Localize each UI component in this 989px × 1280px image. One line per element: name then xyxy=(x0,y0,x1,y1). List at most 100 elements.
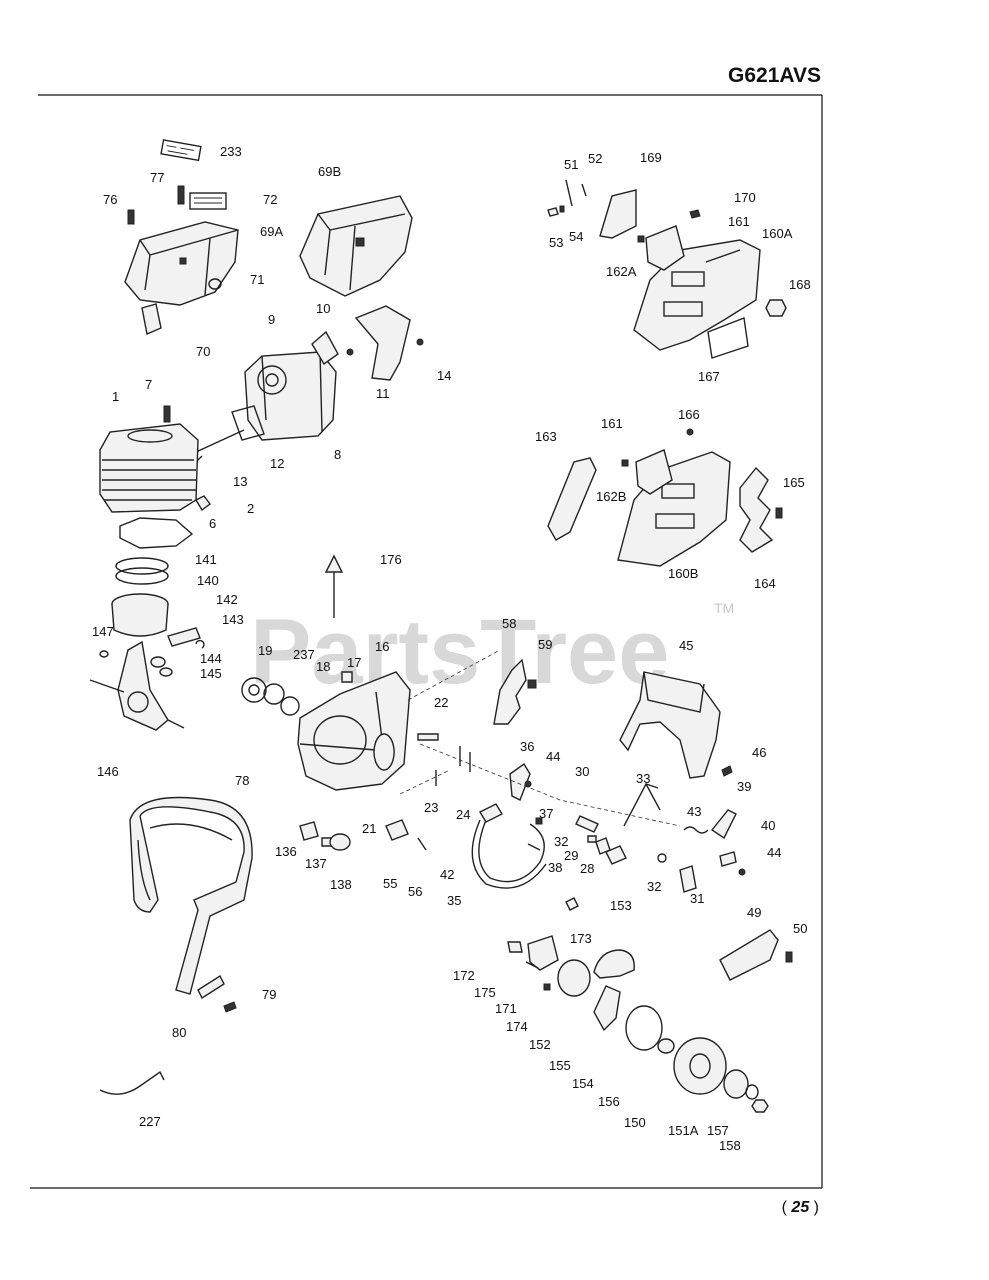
callout-1: 1 xyxy=(112,389,119,404)
guide-bar-plate-163 xyxy=(547,457,597,541)
screw-46 xyxy=(721,765,733,777)
callout-175: 175 xyxy=(474,985,496,1000)
clutch-cover-153 xyxy=(593,949,635,979)
bumper-spike-164 xyxy=(739,466,774,553)
bushing-172 xyxy=(507,941,523,953)
page-number-open-bracket: ( xyxy=(781,1199,787,1216)
callout-172: 172 xyxy=(453,968,475,983)
callout-19: 19 xyxy=(258,643,272,658)
screw-165 xyxy=(775,507,783,519)
callout-173: 173 xyxy=(570,931,592,946)
nut-53 xyxy=(547,207,559,217)
bumper-spike-58 xyxy=(493,658,527,725)
cylinder-gasket-6 xyxy=(119,517,194,549)
bearing-147 xyxy=(99,650,109,658)
lever-40 xyxy=(719,851,737,867)
screw-59 xyxy=(527,679,537,689)
oil-seal-237 xyxy=(263,683,285,705)
callout-171: 171 xyxy=(495,1001,517,1016)
callout-18: 18 xyxy=(316,659,330,674)
callout-79: 79 xyxy=(262,987,276,1002)
callout-150: 150 xyxy=(624,1115,646,1130)
callout-54: 54 xyxy=(569,229,583,244)
callout-7: 7 xyxy=(145,377,152,392)
washer-32b xyxy=(657,853,667,863)
callout-227: 227 xyxy=(139,1114,161,1129)
callout-136: 136 xyxy=(275,844,297,859)
callout-77: 77 xyxy=(150,170,164,185)
screw-44b xyxy=(738,868,746,876)
callout-labels: 23377727669A69B7170109141171128132614114… xyxy=(92,144,811,1153)
nut-168 xyxy=(765,299,787,317)
front-handle-78 xyxy=(129,796,253,995)
choke-70 xyxy=(141,303,162,335)
piston-ring-141a xyxy=(115,557,169,575)
label-167 xyxy=(707,317,749,359)
piston-140 xyxy=(111,593,169,637)
callout-13: 13 xyxy=(233,474,247,489)
lever-28 xyxy=(605,845,627,865)
page-number-value: 25 xyxy=(791,1199,810,1216)
screw-77 xyxy=(177,185,185,205)
chain-catcher-49 xyxy=(719,929,779,981)
filter-label-233 xyxy=(160,139,202,162)
callout-30: 30 xyxy=(575,764,589,779)
callout-233: 233 xyxy=(220,144,242,159)
callout-38: 38 xyxy=(548,860,562,875)
callout-72: 72 xyxy=(263,192,277,207)
page-number: ( 25 ) xyxy=(782,1199,819,1217)
callout-161: 161 xyxy=(601,416,623,431)
callout-22: 22 xyxy=(434,695,448,710)
wire-227 xyxy=(99,1070,165,1095)
assembly-guide-1 xyxy=(407,649,501,701)
callout-138: 138 xyxy=(330,877,352,892)
callout-43: 43 xyxy=(687,804,701,819)
callout-33: 33 xyxy=(636,771,650,786)
pins-24 xyxy=(459,746,471,772)
callout-44: 44 xyxy=(767,845,781,860)
pin-52 xyxy=(581,183,587,197)
clutch-drum-150 xyxy=(673,1037,727,1095)
callout-140: 140 xyxy=(197,573,219,588)
callout-165: 165 xyxy=(783,475,805,490)
assembly-guide-2 xyxy=(419,743,681,827)
plug-17 xyxy=(341,671,353,683)
callout-55: 55 xyxy=(383,876,397,891)
callout-143: 143 xyxy=(222,612,244,627)
screw-50 xyxy=(785,951,793,963)
callout-39: 39 xyxy=(737,779,751,794)
callout-6: 6 xyxy=(209,516,216,531)
callout-168: 168 xyxy=(789,277,811,292)
callout-50: 50 xyxy=(793,921,807,936)
clutch-155 xyxy=(593,985,621,1032)
oil-pump-175 xyxy=(527,935,559,971)
callout-137: 137 xyxy=(305,856,327,871)
callout-29: 29 xyxy=(564,848,578,863)
crankshaft-146 xyxy=(89,640,185,731)
callout-36: 36 xyxy=(520,739,534,754)
callout-156: 156 xyxy=(598,1094,620,1109)
callout-31: 31 xyxy=(690,891,704,906)
sprocket-151a xyxy=(723,1069,749,1099)
callout-8: 8 xyxy=(334,447,341,462)
oil-pump-head-176 xyxy=(324,554,344,573)
filter-label-72 xyxy=(189,192,227,210)
callout-154: 154 xyxy=(572,1076,594,1091)
decomp-valve-2 xyxy=(195,495,211,512)
screw-162b xyxy=(621,459,629,467)
callout-170: 170 xyxy=(734,190,756,205)
callout-10: 10 xyxy=(316,301,330,316)
callout-32: 32 xyxy=(647,879,661,894)
callout-160B: 160B xyxy=(668,566,698,581)
callout-237: 237 xyxy=(293,647,315,662)
callout-160A: 160A xyxy=(762,226,793,241)
screw-79 xyxy=(223,1001,237,1013)
callout-141: 141 xyxy=(195,552,217,567)
clutch-drum-150-hub xyxy=(689,1053,711,1079)
callout-21: 21 xyxy=(362,821,376,836)
seal-18 xyxy=(280,696,300,716)
screw-174 xyxy=(543,983,551,991)
bearing-19 xyxy=(241,677,267,703)
pin-37 xyxy=(535,817,543,825)
